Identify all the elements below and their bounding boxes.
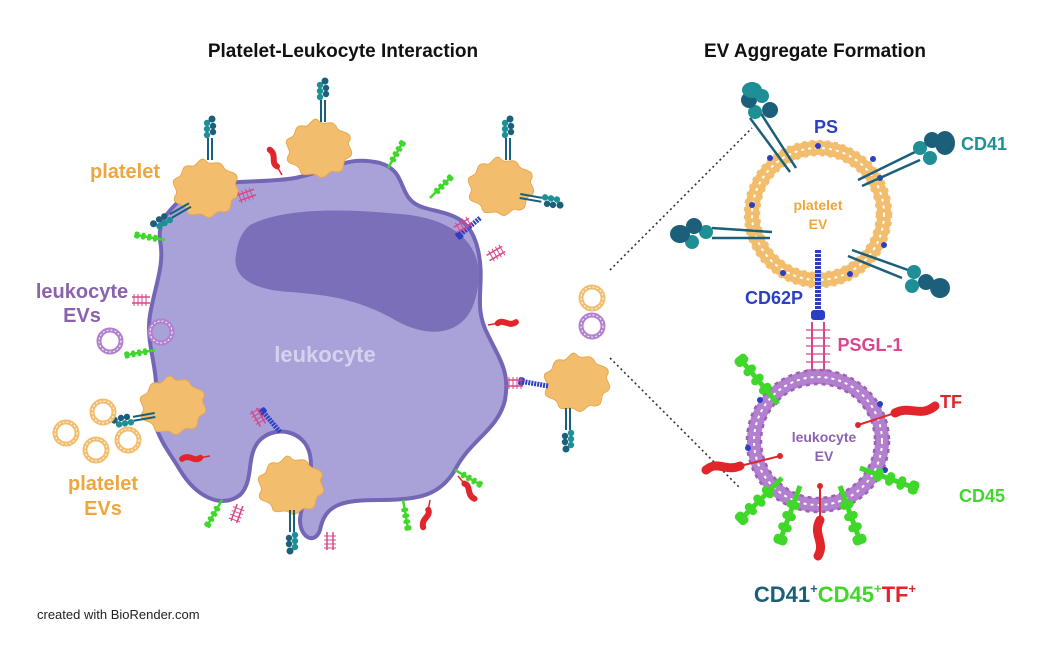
cd45-label: CD45 [959,486,1005,506]
cd41-receptor-icon [560,407,576,454]
psgl1-ligand-icon [484,243,508,264]
psgl1-label: PSGL-1 [837,335,902,355]
platelet-ev-ring-icon [55,422,77,444]
left-panel-title: Platelet-Leukocyte Interaction [208,41,478,62]
leukocyte-cell-icon [147,158,509,541]
phenotype-cd45-sup: + [874,581,882,596]
tf-protein-icon [488,318,516,328]
platelet-label: platelet [90,161,160,183]
tf-protein-icon [422,499,432,527]
zoom-line-bottom [609,357,741,489]
platelet-icon [285,118,353,179]
cd62p-receptor-icon [518,377,549,390]
cd41-receptor-icon [202,114,218,161]
cd45-receptor-icon [426,172,456,202]
tf-label: TF [940,392,962,412]
psgl1-ligand-icon [227,502,247,525]
leukocyte-ev-label-line2: EV [815,448,834,464]
platelet-evs-label-line1: platelet [68,473,138,495]
psgl1-ligand-icon [323,531,337,551]
leukocyte-ev-icon [745,368,891,514]
cd41-receptor-icon [500,114,516,161]
cd41-receptor-icon [741,82,798,173]
tf-protein-icon [812,483,826,561]
platelet-ev-ring-icon [85,439,107,461]
cd41-receptor-icon [315,76,331,123]
platelet-ev-ring-icon [581,287,603,309]
cd41-receptor-icon [857,131,955,188]
platelet-ev-ring-icon [92,401,114,423]
cd41-receptor-icon [847,248,950,298]
cd41-label: CD41 [961,134,1007,154]
tf-protein-icon [266,149,284,176]
credit-text: created with BioRender.com [37,607,200,622]
platelet-icon [543,352,611,413]
cd45-receptor-icon [383,138,408,171]
ps-label: PS [814,117,838,137]
leukocyte-ev-ring-icon [99,330,121,352]
leukocyte-evs-label-line1: leukocyte [36,281,128,303]
platelet-icon [467,156,535,217]
platelet-ev-label-line1: platelet [793,197,842,213]
zoom-line-top [609,127,753,271]
leukocyte-evs-label-line2: EVs [63,305,101,327]
phenotype-cd45: CD45 [818,582,874,607]
leukocyte-ev-label-line1: leukocyte [792,429,857,445]
platelet-ev-ring-icon [117,429,139,451]
cd41-receptor-icon [284,509,300,556]
psgl1-ligand-icon [131,293,151,307]
cd45-receptor-icon [202,497,227,530]
right-panel-title: EV Aggregate Formation [704,41,926,62]
tf-protein-icon [855,401,940,428]
nucleus-icon [235,210,479,332]
leukocyte-ev-ring-icon [581,315,603,337]
tf-protein-icon [701,453,783,475]
cd62p-receptor-icon [811,250,825,320]
cd45-receptor-icon [398,498,414,533]
phenotype-tf: TF [882,582,909,607]
platelet-ev-label-line2: EV [809,216,828,232]
phenotype-cd41: CD41 [754,582,810,607]
phenotype-cd41-sup: + [810,581,818,596]
leukocyte-label: leukocyte [274,342,376,367]
cd41-receptor-icon [670,218,773,249]
platelet-evs-label-line2: EVs [84,498,122,520]
psgl1-ligand-icon [806,322,830,376]
cd62p-label: CD62P [745,288,803,308]
phenotype-tf-sup: + [908,581,916,596]
phenotype-label: CD41+CD45+TF+ [754,581,917,607]
